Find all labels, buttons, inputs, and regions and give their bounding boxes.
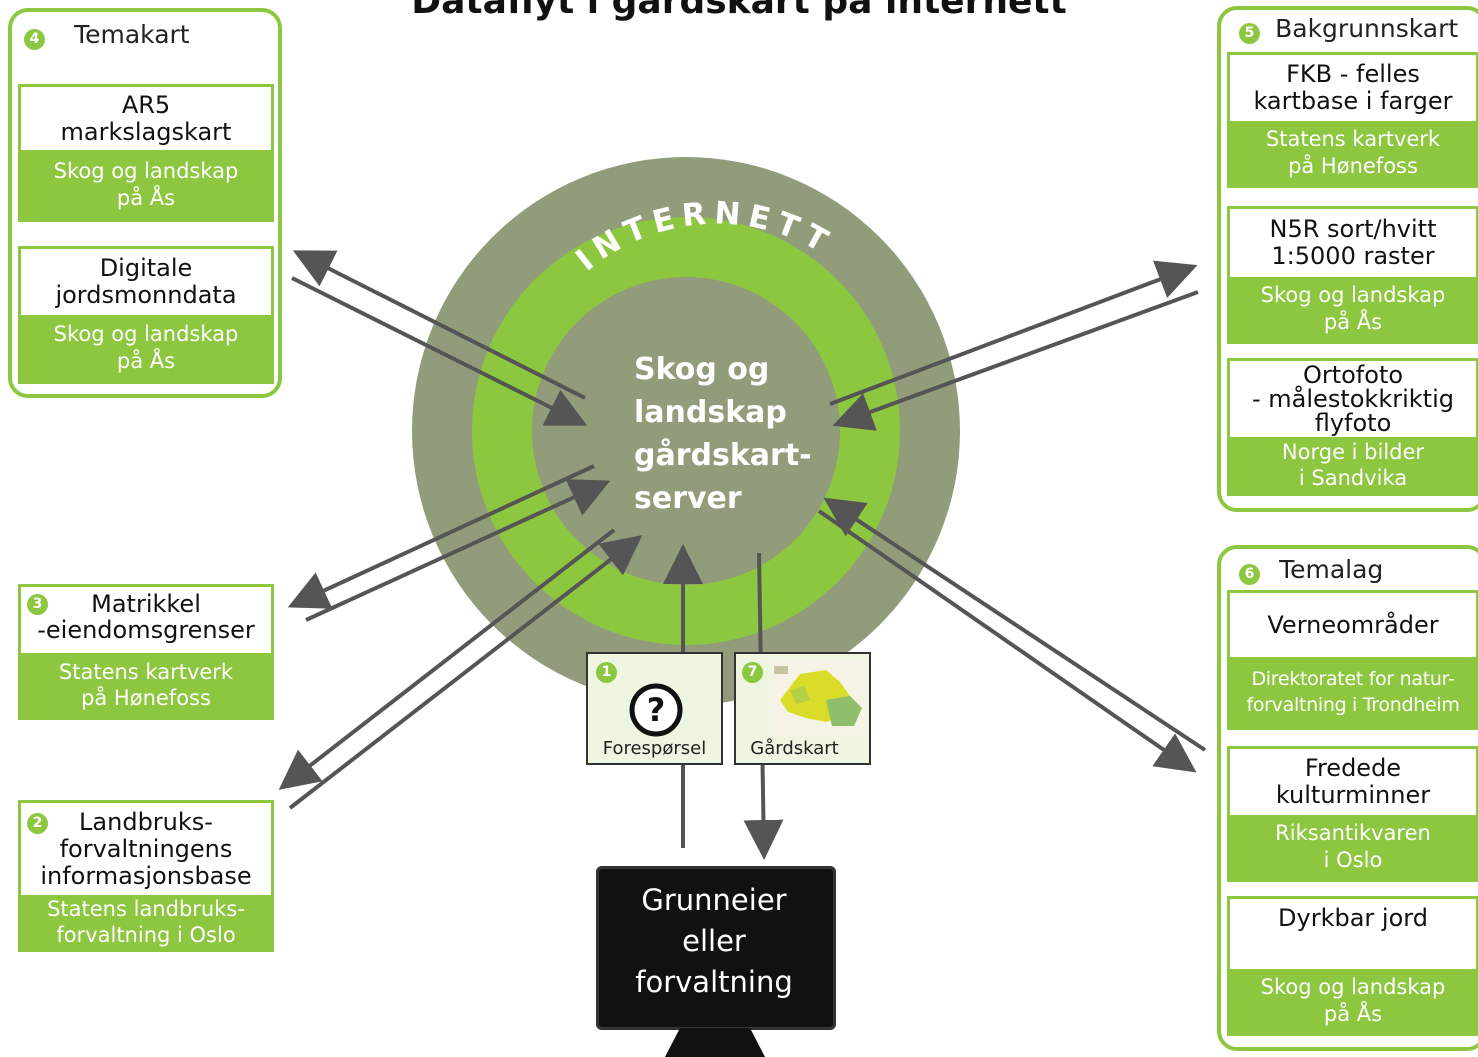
server-line: server (634, 481, 742, 516)
box-title-line: -eiendomsgrenser (37, 616, 255, 644)
box-source-line: på Hønefoss (81, 686, 211, 710)
box-title-line: Verneområder (1267, 610, 1439, 639)
monitor-line: eller (682, 924, 746, 958)
group-temalag-header: 6 Temalag (1239, 555, 1383, 585)
box-title-line: - målestokkriktig (1252, 385, 1454, 413)
arrow-server-to-landbruk (278, 528, 616, 790)
number-badge: 4 (24, 29, 45, 50)
number-badge: 5 (1239, 23, 1260, 44)
arrow-server-to-matrikkel (287, 464, 595, 609)
card-label: Gårdskart (750, 738, 839, 759)
arrow-matrikkel-to-server (305, 479, 611, 622)
source-box-dyrkbar-jord: Dyrkbar jord Skog og landskap på Ås (1227, 896, 1478, 1036)
box-source-line: Statens kartverk (1265, 127, 1441, 151)
box-title-line: informasjonsbase (40, 861, 252, 890)
number-badge: 1 (596, 662, 617, 683)
request-card: 1 ? Forespørsel (586, 652, 723, 765)
box-title-line: Dyrkbar jord (1278, 904, 1428, 932)
box-source-line: Skog og landskap (53, 322, 239, 346)
box-source-line: Statens kartverk (58, 660, 234, 684)
box-source-line: Skog og landskap (1260, 283, 1446, 307)
box-title-line: Digitale (99, 254, 193, 282)
box-title-line: markslagskart (60, 117, 232, 146)
box-title-line: jordsmonndata (55, 281, 237, 309)
box-source-line: i Sandvika (1298, 466, 1408, 490)
svg-text:?: ? (647, 691, 666, 729)
monitor-label: Grunneier eller forvaltning (600, 880, 828, 1003)
number-badge: 7 (742, 662, 763, 683)
arrow-server-to-bakgrunnskart (829, 260, 1198, 406)
box-title-line: Matrikkel (91, 590, 201, 618)
box-title-line: kulturminner (1275, 781, 1431, 809)
group-bakgrunnskart-header: 5 Bakgrunnskart (1239, 14, 1458, 44)
box-title-line: forvaltningens (59, 834, 233, 863)
source-box-kulturminner: Fredede kulturminner Riksantikvaren i Os… (1227, 746, 1478, 882)
box-title-line: AR5 (121, 90, 171, 119)
server-line: Skog og (634, 352, 770, 387)
box-title-line: kartbase i farger (1253, 87, 1453, 115)
group-title: Temakart (74, 20, 190, 49)
arrow-temalag-to-server (823, 497, 1207, 752)
farm-map-card: 7 Gårdskart (734, 652, 871, 765)
source-box-verneomrader: Verneområder Direktoratet for natur- for… (1227, 590, 1478, 730)
box-source-line: Norge i bilder (1281, 440, 1425, 464)
box-title-line: flyfoto (1314, 409, 1392, 437)
box-source-line: Skog og landskap (53, 158, 239, 183)
card-label: Forespørsel (602, 738, 707, 759)
box-title-line: N5R sort/hvitt (1269, 215, 1437, 243)
box-title-line: 1:5000 raster (1271, 242, 1435, 270)
map-thumbnail (770, 660, 868, 736)
monitor-line: Grunneier (641, 883, 787, 917)
number-badge: 2 (27, 812, 48, 834)
number-badge: 3 (27, 594, 48, 615)
group-temakart-header: 4 Temakart (24, 20, 190, 50)
box-source-line: på Ås (116, 349, 176, 373)
arrow-server-to-temakart (292, 250, 586, 400)
number-badge: 6 (1239, 564, 1260, 585)
box-title-line: Ortofoto (1302, 361, 1404, 389)
server-label: Skog og landskap gårdskart- server (634, 348, 874, 520)
box-source-line: i Oslo (1323, 848, 1383, 872)
diagram-title: Dataflyt i gårdskart på internett (411, 0, 1067, 22)
box-source-line: Skog og landskap (1260, 975, 1446, 999)
box-source-line: på Ås (1323, 310, 1383, 334)
box-source-line: Riksantikvaren (1275, 821, 1431, 845)
arrow-bakgrunnskart-to-server (832, 290, 1199, 431)
server-line: gårdskart- (634, 438, 812, 473)
arrow-landbruk-to-server (288, 535, 643, 810)
group-title: Temalag (1279, 555, 1384, 584)
arrow-temakart-to-server (291, 276, 588, 426)
question-icon: ? (629, 683, 683, 737)
box-title-line: Landbruks- (79, 807, 213, 836)
box-title-line: FKB - felles (1286, 60, 1420, 88)
box-source-line: forvaltning i Trondheim (1246, 694, 1460, 716)
monitor-line: forvaltning (635, 965, 793, 999)
source-box-matrikkel: 3 Matrikkel -eiendomsgrenser Statens kar… (18, 584, 274, 720)
server-line: landskap (634, 395, 787, 430)
source-box-ortofoto: Ortofoto - målestokkriktig flyfoto Norge… (1227, 358, 1478, 496)
box-title-line: Fredede (1304, 754, 1402, 782)
source-box-fkb: FKB - felles kartbase i farger Statens k… (1227, 52, 1478, 188)
source-box-ar5: AR5 markslagskart Skog og landskap på Ås (18, 84, 274, 222)
group-title: Bakgrunnskart (1275, 14, 1459, 43)
box-source-line: Statens landbruks- (47, 897, 245, 921)
arrow-server-to-temalag (817, 509, 1197, 773)
source-box-landbruk: 2 Landbruks- forvaltningens informasjons… (18, 800, 274, 952)
box-source-line: på Ås (116, 185, 176, 210)
source-box-n5r: N5R sort/hvitt 1:5000 raster Skog og lan… (1227, 206, 1478, 344)
server-core (532, 277, 840, 585)
source-box-jordsmonn: Digitale jordsmonndata Skog og landskap … (18, 246, 274, 384)
box-source-line: forvaltning i Oslo (56, 923, 236, 947)
box-source-line: på Ås (1323, 1002, 1383, 1026)
box-source-line: Direktoratet for natur- (1251, 668, 1455, 690)
box-source-line: på Hønefoss (1288, 154, 1418, 178)
monitor-stand (665, 1028, 765, 1057)
monitor-screen (596, 866, 836, 1030)
